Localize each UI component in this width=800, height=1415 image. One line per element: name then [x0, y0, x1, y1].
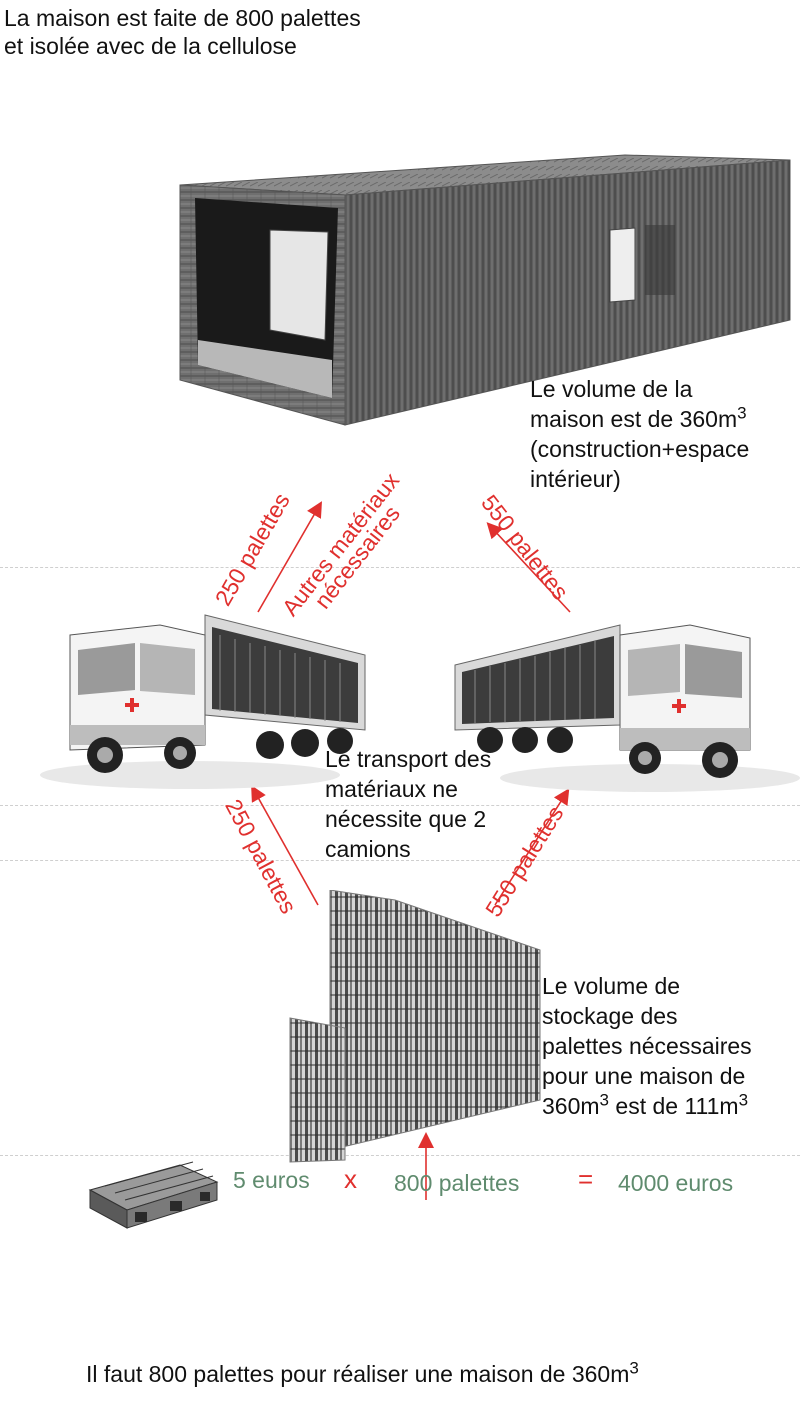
storage-line-3: palettes nécessaires — [542, 1032, 752, 1059]
pallet-stack-image — [289, 890, 541, 1163]
storage-line-1: Le volume de — [542, 973, 681, 999]
pallet-house-image — [179, 154, 791, 426]
house-side-face — [344, 159, 791, 426]
transport-text: Le transport des matériaux ne nécessite … — [325, 745, 535, 865]
house-volume-line-2: maison est de 360m3 — [530, 403, 747, 432]
arrow-stock-to-right-truck — [494, 788, 570, 906]
storage-line-5: 360m3 est de 111m3 — [542, 1089, 749, 1119]
truck-right-image — [454, 624, 800, 792]
conclusion-sup: 3 — [629, 1358, 639, 1378]
separator-line-bottom — [0, 860, 800, 861]
house-volume-line-4: intérieur) — [530, 465, 621, 492]
storage-line-2: stockage des — [542, 1002, 678, 1029]
conclusion-text: Il faut 800 palettes pour réaliser une m… — [86, 1358, 800, 1388]
arrow-left-truck-to-house — [257, 501, 322, 613]
title-line-1: La maison est faite de 800 palettes — [4, 5, 361, 31]
house-side-window — [609, 227, 636, 303]
arrow-right-truck-to-house — [486, 522, 571, 613]
cost-equals-sign: = — [578, 1164, 594, 1194]
transport-line-2: matériaux ne — [325, 775, 458, 802]
arrow-stock-to-left-truck — [251, 785, 319, 906]
transport-line-4: camions — [325, 835, 411, 862]
storage-line-4: pour une maison de — [542, 1062, 746, 1089]
separator-line-lower — [0, 1155, 800, 1156]
cost-total: 4000 euros — [618, 1170, 734, 1196]
house-volume-line-3: (construction+espace — [530, 435, 750, 462]
cost-times-sign: x — [344, 1164, 357, 1194]
cost-quantity: 800 palettes — [394, 1170, 520, 1196]
house-side-vent — [645, 225, 675, 295]
house-opening-floor — [198, 340, 332, 398]
pallet-icon — [88, 1161, 219, 1229]
conclusion-main: Il faut 800 palettes pour réaliser une m… — [86, 1361, 630, 1387]
separator-line-middle — [0, 805, 800, 806]
cost-price: 5 euros — [233, 1167, 310, 1193]
house-volume-line-1: Le volume de la — [530, 376, 693, 402]
page-title: La maison est faite de 800 palettes et i… — [4, 4, 524, 60]
house-volume-text: Le volume de la maison est de 360m3 (con… — [530, 375, 800, 495]
truck-left-image — [40, 614, 366, 789]
storage-volume-text: Le volume de stockage des palettes néces… — [542, 972, 800, 1121]
transport-line-3: nécessite que 2 — [325, 805, 487, 832]
separator-line-top — [0, 567, 800, 568]
house-window-inner — [269, 229, 329, 341]
transport-line-1: Le transport des — [325, 746, 492, 772]
pallet-stack-tall — [329, 890, 541, 1151]
title-line-2: et isolée avec de la cellulose — [4, 33, 297, 60]
pallet-stack-short — [289, 1017, 346, 1163]
